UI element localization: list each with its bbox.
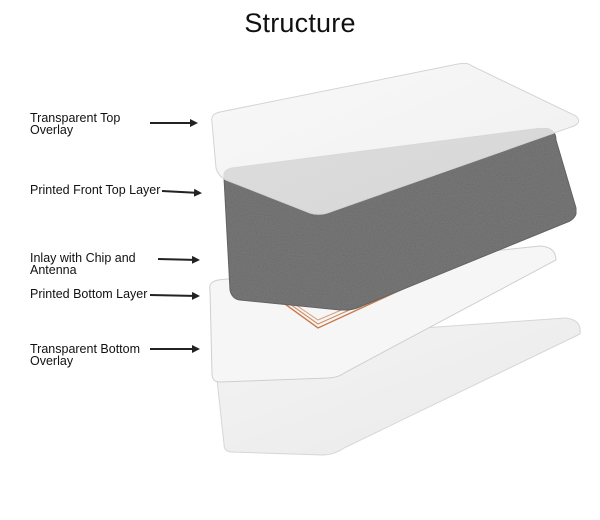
- label-inlay-chip-antenna: Inlay with Chip and Antenna: [30, 251, 136, 277]
- arrow-bottom-layer: [149, 291, 200, 300]
- label-printed-front-top-layer: Printed Front Top Layer: [30, 183, 161, 197]
- arrow-front-layer: [161, 188, 202, 197]
- arrows: [149, 119, 202, 353]
- label-transparent-bottom-overlay: Transparent Bottom Overlay: [30, 342, 141, 368]
- label-printed-bottom-layer: Printed Bottom Layer: [30, 287, 148, 301]
- diagram-title: Structure: [244, 8, 356, 38]
- label-transparent-top-overlay: Transparent Top Overlay: [30, 111, 121, 137]
- transparent-top-overlay-sheet: [211, 62, 580, 215]
- arrow-inlay: [157, 255, 200, 264]
